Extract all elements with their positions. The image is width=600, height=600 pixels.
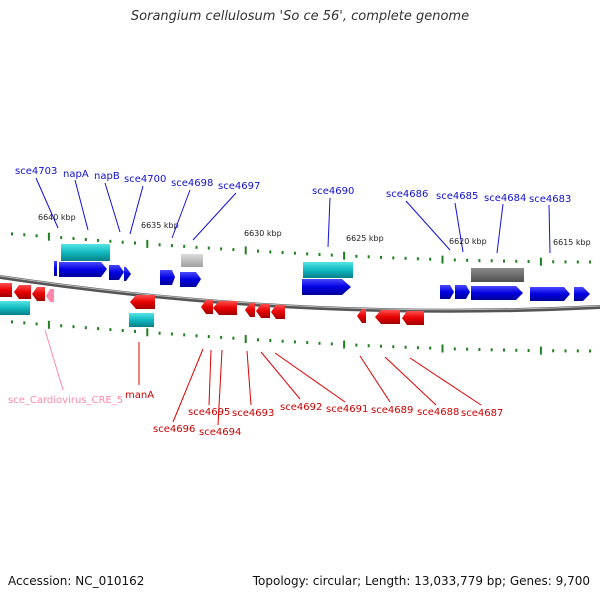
leader-line-sce4703 [35, 177, 59, 229]
rna-label-cardiovirus: sce_Cardiovirus_CRE_5 [8, 395, 123, 406]
reverse-genes [0, 283, 424, 325]
scale-label-6625: 6625 kbp [346, 234, 384, 243]
leader-line-sce4689 [359, 355, 391, 403]
gene-arrow-sce4682 [574, 287, 590, 301]
gene-arrow-sce4684 [471, 286, 523, 300]
gene-label-sce4695: sce4695 [188, 407, 230, 418]
gene-label-sce4691: sce4691 [326, 404, 368, 415]
map-title: Sorangium cellulosum 'So ce 56', complet… [130, 9, 470, 24]
feature-bar-sce4690 [303, 262, 353, 278]
gene-label-sce4684: sce4684 [484, 193, 526, 204]
gene-arrow-sce4692 [271, 305, 285, 319]
gene-label-sce4687: sce4687 [461, 408, 503, 419]
scale-label-6635: 6635 kbp [141, 221, 179, 230]
gene-arrow-sce4696 [201, 300, 213, 314]
forward-genes [54, 261, 590, 301]
gene-label-sce4698: sce4698 [171, 178, 213, 189]
leader-line-sce4693 [246, 350, 252, 406]
gene-arrow-napB [109, 265, 124, 280]
accession-label: Accession: NC_010162 [8, 574, 145, 588]
leader-line-sce4687 [409, 357, 482, 406]
gene-arrow-sce4697 [180, 272, 201, 287]
leader-line-sce4683 [548, 204, 551, 254]
pseudo-gene-bar [181, 254, 203, 267]
gene-label-sce4697: sce4697 [218, 181, 260, 192]
leader-line-sce4688 [384, 356, 437, 406]
scale-label-6615: 6615 kbp [553, 238, 591, 247]
leader-line-sce4696 [172, 348, 204, 423]
scale-label-6640: 6640 kbp [38, 213, 76, 222]
gene-arrow-sce4707 [14, 285, 31, 299]
leader-line-sce4690 [327, 197, 331, 248]
leader-line-napB [104, 182, 121, 233]
leader-line-sce4694 [217, 349, 223, 426]
leader-line-napA [74, 179, 89, 231]
scale-ticks-outer [11, 232, 592, 266]
gene-arrow-sce4691 [357, 309, 366, 323]
gene-arrow-sce4698 [160, 270, 175, 285]
scale-label-6630: 6630 kbp [244, 229, 282, 238]
leader-line-sce4685 [454, 202, 464, 253]
leader-line-sce4697 [192, 192, 237, 241]
gene-arrow-sce4686 [440, 285, 454, 299]
gene-arrow-sce4694 [245, 303, 255, 317]
gene-label-sce4688: sce4688 [417, 407, 459, 418]
leader-line-sce4698 [171, 189, 191, 239]
gene-arrow-sce4690 [302, 279, 351, 295]
gene-arrow-sce4704 [54, 261, 57, 276]
gene-label-sce4703: sce4703 [15, 166, 57, 177]
gene-label-sce4689: sce4689 [371, 405, 413, 416]
leader-line-sce4686 [405, 200, 451, 251]
gene-label-sce4690: sce4690 [312, 186, 354, 197]
leader-line-sce4692 [260, 351, 301, 400]
feature-bar-napA [61, 244, 110, 261]
gene-arrow-sce4693 [256, 304, 270, 318]
gene-label-sce4694: sce4694 [199, 427, 241, 438]
gene-label-sce4683: sce4683 [529, 194, 571, 205]
leader-line-sce4691 [274, 352, 346, 403]
gene-arrow-sce4708 [0, 283, 12, 297]
gene-label-manA: manA [125, 390, 154, 401]
gene-label-sce4692: sce4692 [280, 402, 322, 413]
gene-arrow-sce4695 [213, 301, 237, 315]
scale-label-6620: 6620 kbp [449, 237, 487, 246]
gene-label-napB: napB [94, 171, 120, 182]
gene-label-sce4686: sce4686 [386, 189, 428, 200]
genome-summary: Topology: circular; Length: 13,033,779 b… [252, 574, 590, 588]
leader-line-sce4700 [129, 185, 144, 235]
gene-arrow-sce4689 [375, 310, 400, 324]
gene-arrow-manA [130, 295, 155, 309]
gene-label-sce4700: sce4700 [124, 174, 166, 185]
gene-arrow-sce4700 [124, 267, 131, 281]
gene-arrow-sce4685 [455, 285, 470, 299]
gene-label-napA: napA [63, 169, 89, 180]
gene-label-sce4685: sce4685 [436, 191, 478, 202]
misc-feature-bar [471, 268, 524, 282]
gene-arrow-sce4706 [32, 287, 45, 301]
leader-line-sce4684 [496, 203, 504, 254]
cds-feature-bars [0, 244, 353, 327]
leader-line-cardiovirus [44, 329, 64, 391]
gene-label-sce4696: sce4696 [153, 424, 195, 435]
leader-line-sce4695 [208, 349, 212, 406]
gene-label-sce4693: sce4693 [232, 408, 274, 419]
genome-backbone [0, 275, 600, 313]
genome-backbone-highlight [0, 275, 600, 311]
gene-arrow-sce4683 [530, 287, 570, 301]
gene-arrow-sce4688 [402, 311, 424, 325]
scale-ticks-inner [11, 320, 592, 355]
gene-arrow-napA [59, 262, 107, 277]
feature-bar-sce4705 [0, 301, 30, 315]
feature-bar-manA [129, 313, 154, 327]
misc-rna-arrow [46, 289, 54, 302]
